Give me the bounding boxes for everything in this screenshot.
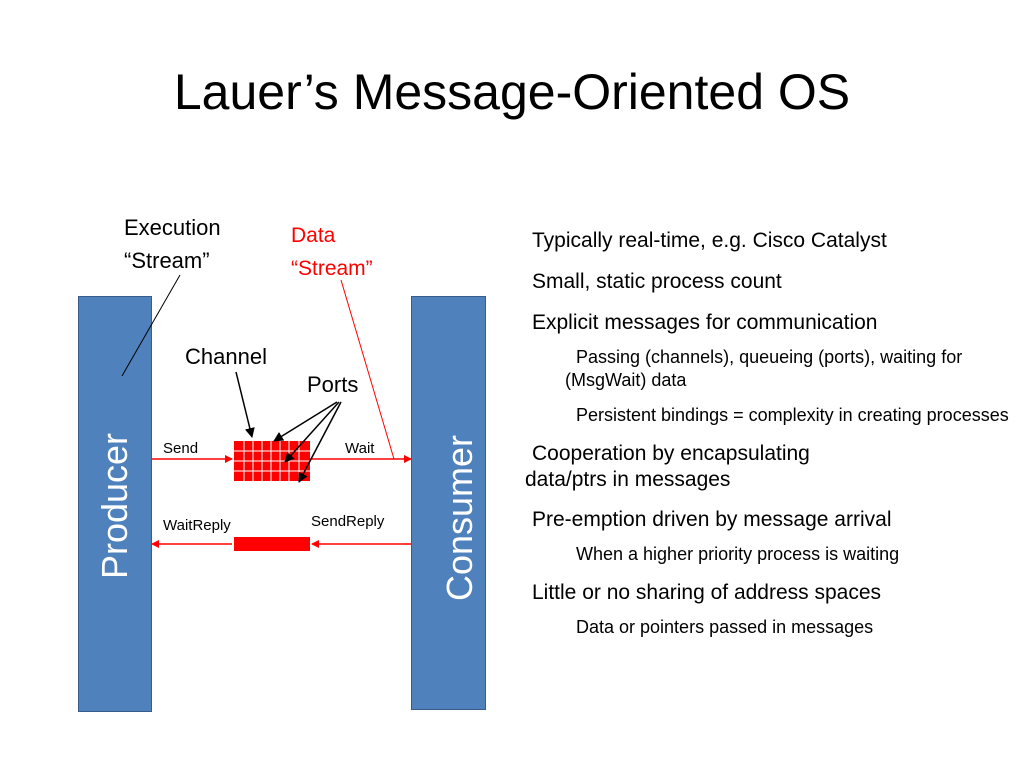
wait-label: Wait (345, 440, 375, 457)
execution-stream-line (121, 274, 181, 377)
sub-bullet-item: Persistent bindings = complexity in crea… (576, 405, 1009, 425)
sendreply-label: SendReply (311, 513, 385, 530)
channel-label: Channel (185, 344, 267, 369)
bullet-item: Typically real-time, e.g. Cisco Catalyst (532, 229, 887, 252)
ports-pointer-arrow-2 (284, 401, 340, 463)
consumer-box (411, 296, 486, 710)
execution-label-line1: Execution (124, 215, 221, 240)
data-label-line1: Data (291, 224, 336, 247)
data-label-line2: “Stream” (291, 257, 373, 280)
send-label: Send (163, 440, 199, 457)
sub-bullet-item: When a higher priority process is waitin… (576, 544, 900, 564)
slide-title: Lauer’s Message-Oriented OS (173, 64, 851, 120)
bullet-list: Typically real-time, e.g. Cisco Catalyst… (525, 228, 1020, 654)
waitreply-label: WaitReply (163, 517, 231, 534)
ports-pointer-arrow-3 (298, 401, 342, 483)
execution-label-line2: “Stream” (124, 248, 210, 273)
producer-box (78, 296, 152, 712)
sub-bullet-item: Data or pointers passed in messages (576, 617, 874, 637)
bullet-item: Pre-emption driven by message arrival (532, 508, 892, 531)
channel-pointer-arrow (235, 371, 255, 438)
execution-stream-label: Execution “Stream” (124, 211, 221, 277)
bullet-item: Small, static process count (532, 270, 782, 293)
bullet-item: Explicit messages for communication (532, 311, 878, 334)
bullet-item: Little or no sharing of address spaces (532, 581, 882, 604)
bullet-item: Cooperation by encapsulating data/ptrs i… (525, 442, 810, 491)
data-stream-label: Data “Stream” (291, 219, 373, 285)
reply-channel (234, 537, 310, 551)
ports-label: Ports (307, 372, 359, 397)
data-stream-line (340, 279, 395, 460)
sub-bullet-item: Passing (channels), queueing (ports), wa… (565, 347, 963, 390)
ports-pointer-arrow-1 (273, 401, 338, 442)
